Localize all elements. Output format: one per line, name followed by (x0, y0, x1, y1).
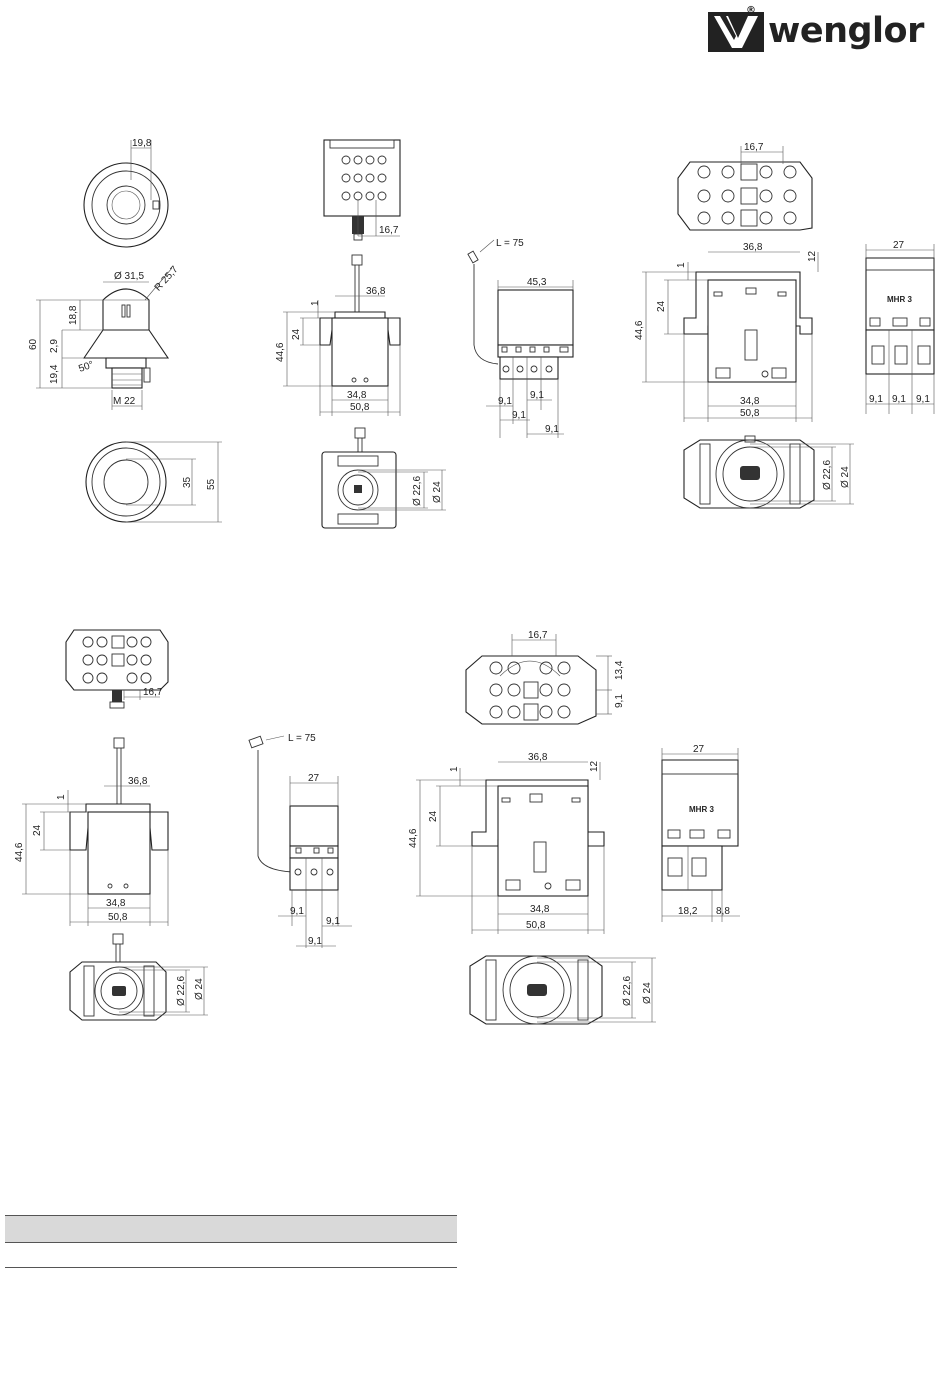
dim-d6-p3: 9,1 (308, 936, 322, 947)
dim-d3-p3: 9,1 (512, 410, 526, 421)
dim-d2-dia1: Ø 22,6 (412, 476, 423, 506)
dim-d4-twelve: 12 (807, 250, 818, 262)
dim-d7-dia2: Ø 24 (642, 982, 653, 1004)
dim-d4-s1: 9,1 (869, 394, 883, 405)
dim-d2-width: 16,7 (379, 225, 399, 236)
dim-d5-top: 36,8 (128, 776, 148, 787)
dim-d1-angle: 50° (77, 359, 95, 375)
drawing-6-side-block: L = 75 27 9,1 9,1 9,1 (248, 733, 352, 948)
dim-d4-side: 27 (893, 240, 905, 251)
drawing-2-contact-block: 16,7 36,8 1 24 44,6 34,8 50,8 (275, 139, 446, 529)
dim-d4-s2: 9,1 (892, 394, 906, 405)
dim-d7-s1: 18,2 (678, 906, 698, 917)
dim-d4-dia2: Ø 24 (840, 466, 851, 488)
dim-d7-b1: 34,8 (530, 904, 550, 915)
dim-d1-thread: M 22 (113, 396, 136, 407)
wenglor-logo (708, 12, 764, 52)
table-row-divider (5, 1267, 457, 1268)
dim-d3-p4: 9,1 (545, 424, 559, 435)
dim-d5-b2: 50,8 (108, 912, 128, 923)
dim-d7-width: 16,7 (528, 630, 548, 641)
dim-d5-h44: 44,6 (14, 842, 25, 862)
drawing-1-pushbutton: 19,8 Ø 31,5 R 25,7 60 18,8 2,9 19,4 50° (28, 138, 222, 523)
dim-d7-h44: 44,6 (408, 828, 419, 848)
dim-d3-p1: 9,1 (498, 396, 512, 407)
dim-d2-b2: 50,8 (350, 402, 370, 413)
dim-d7-top: 36,8 (528, 752, 548, 763)
dim-d2-b1: 34,8 (347, 390, 367, 401)
dim-d2-h24: 24 (291, 328, 302, 340)
dim-d5-one: 1 (56, 794, 67, 800)
dim-d4-b2: 50,8 (740, 408, 760, 419)
dim-d7-h9: 9,1 (614, 694, 625, 708)
dim-d7-h13: 13,4 (614, 660, 625, 680)
dim-d2-one: 1 (310, 300, 321, 306)
dim-d1-d35: 35 (182, 476, 193, 488)
dim-d6-p2: 9,1 (326, 916, 340, 927)
dim-d2-h44: 44,6 (275, 342, 286, 362)
dim-d4-h24: 24 (656, 300, 667, 312)
dim-d7-b2: 50,8 (526, 920, 546, 931)
drawing-5-contact-block: 16,7 36,8 1 24 44,6 34,8 50,8 Ø (14, 629, 208, 1021)
dim-d5-dia1: Ø 22,6 (176, 976, 187, 1006)
dim-d4-h44: 44,6 (634, 320, 645, 340)
table-header (5, 1215, 457, 1243)
dim-d1-d55: 55 (206, 478, 217, 490)
dim-d7-side: 27 (693, 744, 705, 755)
dim-d4-top: 36,8 (743, 242, 763, 253)
dim-d5-h24: 24 (32, 824, 43, 836)
dim-d5-b1: 34,8 (106, 898, 126, 909)
dim-d4-width: 16,7 (744, 142, 764, 153)
drawing-3-side-block: L = 75 45,3 9,1 9,1 9,1 9,1 (467, 238, 574, 438)
dim-d2-top: 36,8 (366, 286, 386, 297)
dim-d6-p1: 9,1 (290, 906, 304, 917)
dim-d7-twelve: 12 (589, 760, 600, 772)
brand-name: wenglor® (746, 5, 924, 51)
dim-d1-diameter: Ø 31,5 (114, 271, 144, 282)
dim-d1-total: 60 (28, 338, 39, 350)
dim-d4-dia1: Ø 22,6 (822, 460, 833, 490)
dim-d3-cable: L = 75 (496, 238, 524, 249)
dim-d5-dia2: Ø 24 (194, 978, 205, 1000)
drawing-4-contactor: 16,7 36,8 12 1 24 44,6 34,8 50,8 MHR 3 (634, 142, 935, 509)
dim-d6-width: 27 (308, 773, 320, 784)
dim-d1-h3: 19,4 (49, 364, 60, 384)
dim-d4-b1: 34,8 (740, 396, 760, 407)
dim-d7-h24: 24 (428, 810, 439, 822)
dim-d3-width: 45,3 (527, 277, 547, 288)
dim-d6-cable: L = 75 (288, 733, 316, 744)
dim-d1-h2: 2,9 (49, 339, 60, 353)
dim-d5-width: 16,7 (143, 687, 163, 698)
dim-d1-radius: R 25,7 (153, 264, 181, 294)
dim-d2-dia2: Ø 24 (432, 481, 443, 503)
dim-d7-dia1: Ø 22,6 (622, 976, 633, 1006)
registered-mark: ® (746, 5, 756, 16)
label-mhr3-2: MHR 3 (689, 805, 714, 814)
dim-d4-one: 1 (676, 262, 687, 268)
label-mhr3: MHR 3 (887, 295, 912, 304)
dim-d4-s3: 9,1 (916, 394, 930, 405)
dim-d1-h1: 18,8 (68, 305, 79, 325)
dim-d3-p2: 9,1 (530, 390, 544, 401)
dim-d1-width: 19,8 (132, 138, 152, 149)
dim-d7-one: 1 (449, 766, 460, 772)
dim-d7-s2: 8,8 (716, 906, 730, 917)
drawing-7-contactor: 16,7 13,4 9,1 36,8 12 1 24 44,6 34,8 50,… (408, 630, 740, 1025)
